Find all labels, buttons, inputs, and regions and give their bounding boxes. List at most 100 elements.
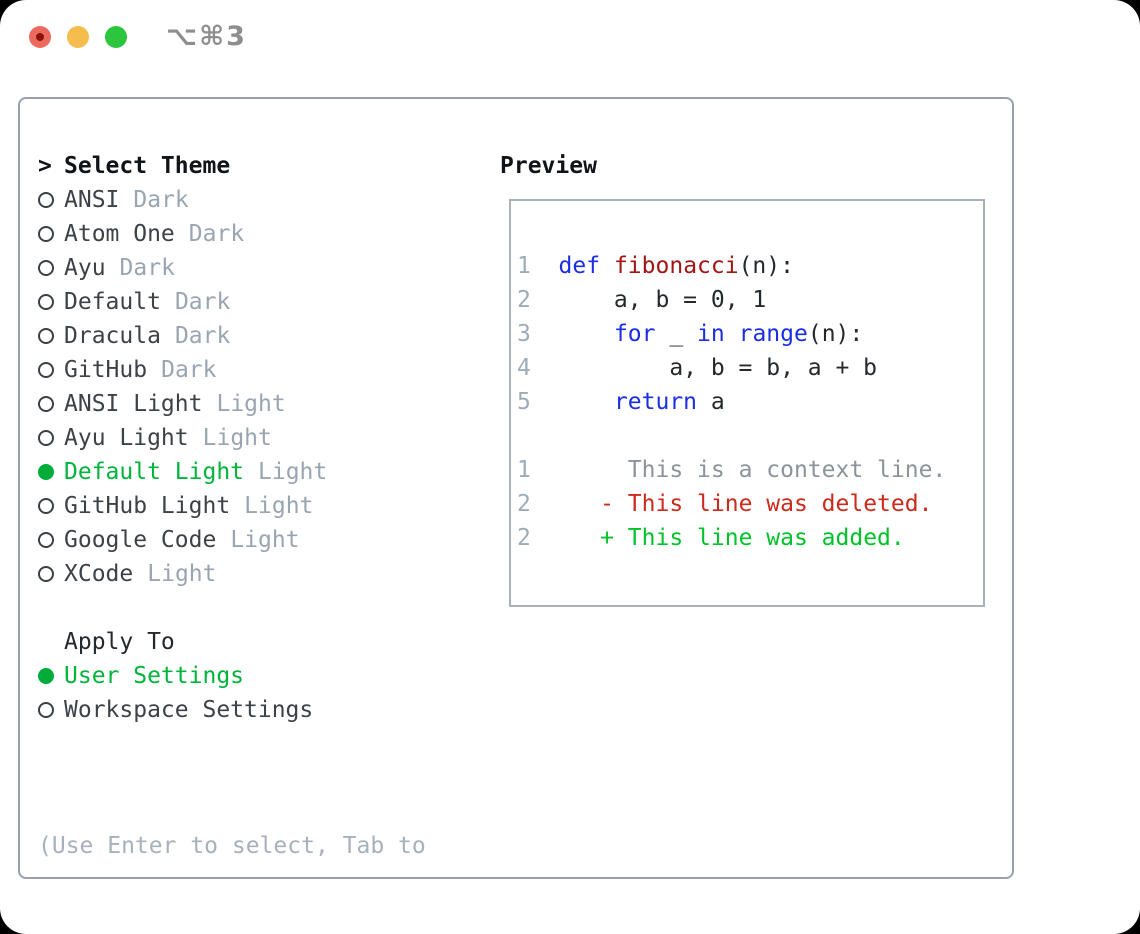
- code-segment: for: [613, 321, 656, 347]
- code-segment: a, b = b, a + b: [558, 355, 878, 381]
- line-number: 5: [517, 389, 559, 415]
- maximize-button[interactable]: [105, 26, 127, 48]
- code-segment: [559, 321, 614, 347]
- preview-header: Preview: [500, 149, 985, 183]
- radio-circle: [38, 226, 54, 242]
- radio-icon: [38, 702, 64, 718]
- radio-circle: [38, 328, 54, 344]
- line-number: 1: [517, 457, 531, 483]
- apply-option-label: Workspace Settings: [64, 697, 314, 723]
- radio-circle: [38, 464, 54, 480]
- radio-icon: [38, 566, 64, 582]
- line-number: 2: [517, 525, 531, 551]
- code-segment: def: [558, 253, 601, 279]
- code-segment: [531, 491, 600, 517]
- titlebar: ⌥⌘3: [0, 0, 1140, 70]
- theme-variant-tag: Light: [202, 425, 272, 451]
- theme-item-label: Dracula: [64, 323, 161, 349]
- select-theme-header: > Select Theme: [38, 149, 426, 183]
- radio-circle: [38, 430, 54, 446]
- theme-item-ansi[interactable]: ANSI Dark: [38, 183, 426, 217]
- code-line: 1 def fibonacci(n):: [517, 249, 983, 283]
- radio-icon: [38, 226, 64, 242]
- radio-circle: [38, 532, 54, 548]
- code-line: 2 + This line was added.: [517, 521, 983, 555]
- code-line: 1 This is a context line.: [517, 453, 983, 487]
- radio-circle: [38, 566, 54, 582]
- theme-item-google-code[interactable]: Google Code Light: [38, 523, 426, 557]
- code-line: 2 - This line was deleted.: [517, 487, 983, 521]
- radio-icon: [38, 328, 64, 344]
- theme-variant-tag: Dark: [161, 357, 217, 383]
- theme-item-label: GitHub Light: [64, 493, 231, 519]
- select-theme-title: Select Theme: [64, 153, 231, 179]
- theme-variant-tag: Dark: [174, 289, 231, 315]
- code-line: [517, 419, 983, 453]
- radio-circle: [38, 192, 54, 208]
- close-dot-icon: [36, 33, 44, 41]
- radio-icon: [38, 430, 64, 446]
- theme-variant-tag: Dark: [133, 187, 189, 213]
- theme-item-github[interactable]: GitHub Dark: [38, 353, 426, 387]
- theme-item-label: Google Code: [64, 527, 217, 553]
- close-button[interactable]: [29, 26, 51, 48]
- apply-option-user-settings[interactable]: User Settings: [38, 659, 426, 693]
- code-segment: [559, 389, 614, 415]
- prompt-caret-icon: >: [38, 153, 52, 179]
- radio-icon: [38, 532, 64, 548]
- apply-option-workspace-settings[interactable]: Workspace Settings: [38, 693, 426, 727]
- hint-line-1: (Use Enter to select, Tab to: [38, 833, 426, 859]
- line-number: 4: [517, 355, 559, 381]
- theme-variant-tag: Dark: [174, 323, 231, 349]
- radio-circle: [38, 668, 54, 684]
- apply-to-header: Apply To: [38, 625, 426, 659]
- code-segment: [725, 321, 739, 347]
- theme-item-default[interactable]: Default Dark: [38, 285, 426, 319]
- theme-item-label: XCode: [64, 561, 134, 587]
- line-number: 2: [517, 287, 559, 313]
- line-number: 3: [517, 321, 559, 347]
- code-segment: _: [655, 321, 698, 347]
- preview-title: Preview: [500, 153, 597, 179]
- line-number: 1: [517, 253, 559, 279]
- theme-item-default-light[interactable]: Default Light Light: [38, 455, 426, 489]
- radio-circle: [38, 498, 54, 514]
- hint-text: (Use Enter to select, Tab to change focu…: [38, 761, 426, 934]
- apply-to-title: Apply To: [64, 629, 175, 655]
- prompt-marker: >: [38, 153, 64, 179]
- apply-option-label: User Settings: [64, 663, 245, 689]
- radio-selected-icon: [38, 668, 64, 684]
- code-line: 2 a, b = 0, 1: [517, 283, 983, 317]
- theme-item-label: Default: [64, 289, 161, 315]
- theme-variant-tag: Dark: [119, 255, 175, 281]
- theme-item-label: Default Light: [64, 459, 245, 485]
- theme-variant-tag: Light: [258, 459, 328, 485]
- code-segment: [531, 525, 600, 551]
- theme-variant-tag: Light: [230, 527, 300, 553]
- radio-icon: [38, 294, 64, 310]
- theme-item-label: ANSI: [64, 187, 120, 213]
- code-segment: a, b = 0, 1: [558, 287, 767, 313]
- radio-circle: [38, 396, 54, 412]
- spacer: [38, 591, 426, 625]
- theme-item-dracula[interactable]: Dracula Dark: [38, 319, 426, 353]
- radio-selected-icon: [38, 464, 64, 480]
- code-segment: + This line was added.: [600, 525, 905, 551]
- theme-variant-tag: Light: [216, 391, 286, 417]
- minimize-button[interactable]: [67, 26, 89, 48]
- radio-icon: [38, 396, 64, 412]
- code-segment: (n):: [807, 321, 864, 347]
- theme-item-label: GitHub: [64, 357, 148, 383]
- radio-circle: [38, 260, 54, 276]
